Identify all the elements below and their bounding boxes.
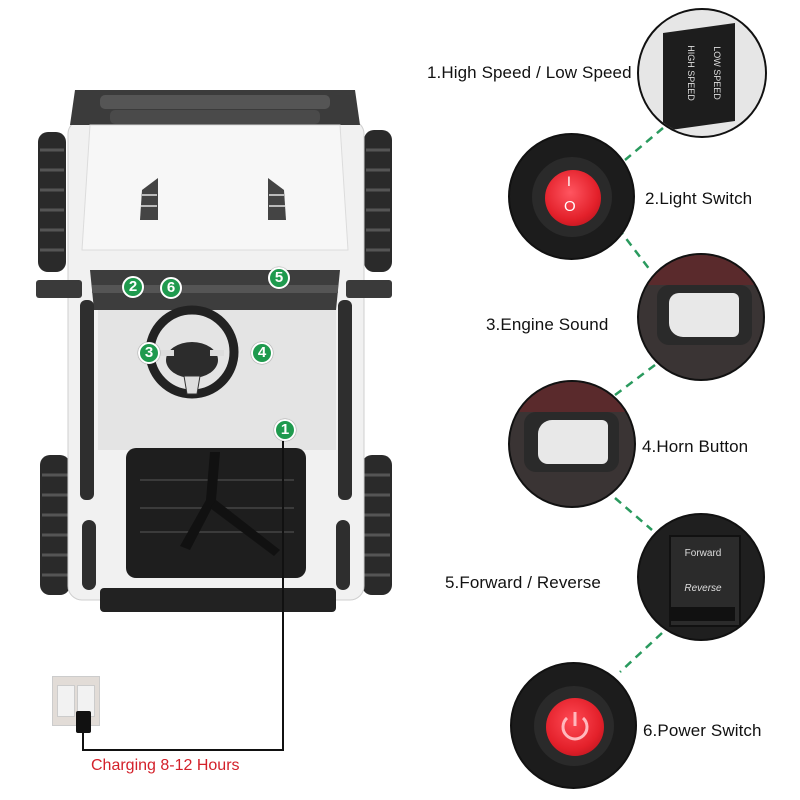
feature-2-label: 2.Light Switch <box>645 189 753 208</box>
marker-3: 3 <box>138 342 160 364</box>
forward-reverse-switch-closeup: Forward Reverse <box>637 513 765 641</box>
speed-switch-closeup: HIGH SPEED LOW SPEED <box>637 8 767 138</box>
marker-6: 6 <box>160 277 182 299</box>
power-icon <box>561 712 589 741</box>
speed-high-text: HIGH SPEED <box>686 45 696 101</box>
charger-plug <box>76 711 91 733</box>
forward-text: Forward <box>684 548 722 559</box>
charging-time-label: Charging 8-12 Hours <box>91 757 240 774</box>
feature-5-label: 5.Forward / Reverse <box>445 573 601 592</box>
feature-6-label: 6.Power Switch <box>643 721 762 740</box>
light-switch-closeup: I O <box>508 133 635 260</box>
power-switch-closeup <box>510 662 637 789</box>
marker-5: 5 <box>268 267 290 289</box>
horn-button-closeup <box>508 380 636 508</box>
light-switch-off-symbol: O <box>564 198 576 215</box>
marker-4: 4 <box>251 342 273 364</box>
marker-2: 2 <box>122 276 144 298</box>
car-illustration <box>36 90 392 612</box>
feature-1-label: 1.High Speed / Low Speed <box>427 63 632 82</box>
feature-4-label: 4.Horn Button <box>642 437 749 456</box>
speed-low-text: LOW SPEED <box>712 46 722 100</box>
ride-on-car-top-view: 2 6 5 3 4 1 <box>30 80 410 620</box>
reverse-text: Reverse <box>684 583 722 594</box>
feature-3-label: 3.Engine Sound <box>486 315 609 334</box>
engine-sound-button-closeup <box>637 253 765 381</box>
marker-1: 1 <box>274 419 296 441</box>
light-switch-on-symbol: I <box>567 173 571 189</box>
